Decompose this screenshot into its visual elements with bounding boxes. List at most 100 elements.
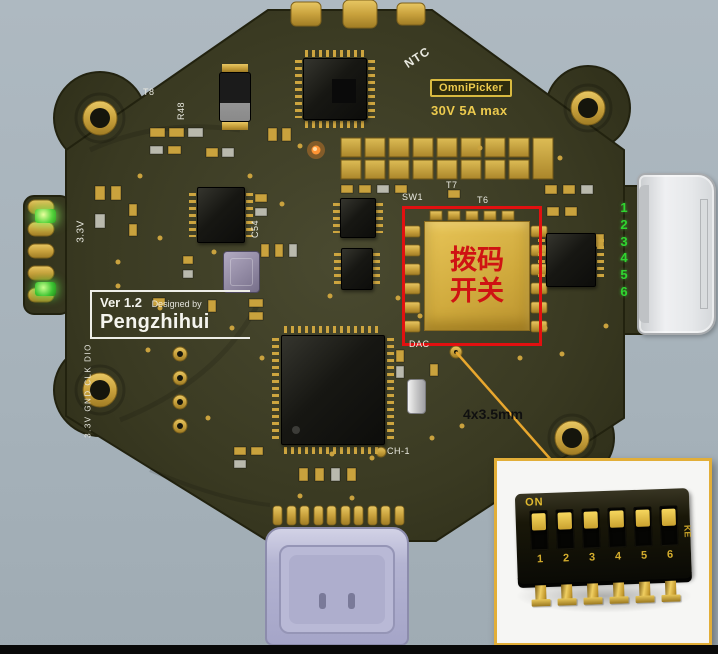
ic-ml-pins-right (373, 253, 380, 285)
silk-label-debug-header: 3.3V GND CLK DIO (83, 343, 93, 438)
silk-label-t6: T6 (477, 195, 489, 205)
dip-slider-2 (555, 509, 575, 550)
pin-number-1: 1 (620, 200, 628, 215)
version-label: Ver 1.2 (100, 295, 142, 310)
dip-num-2: 2 (562, 552, 570, 565)
ic-mu-pins-right (376, 203, 383, 233)
dip-pin-2 (561, 584, 573, 603)
mcu-pins-bottom (284, 447, 382, 454)
silk-label-t7: T7 (446, 180, 458, 190)
status-led-green-1 (35, 209, 56, 223)
ic-mu-body (340, 198, 376, 238)
ic-mu-pins-left (333, 203, 340, 233)
usb-c-shell (279, 545, 395, 634)
dip-knob-5 (635, 509, 651, 527)
designer-name: Pengzhihui (100, 311, 210, 333)
dip-pin-3 (586, 583, 599, 602)
mcu-body (281, 335, 385, 445)
dip-switch-highlight-box (402, 206, 542, 346)
mcu-pins-top (284, 326, 382, 333)
usb-c-cavity (289, 555, 385, 624)
purple-component (223, 251, 260, 293)
dip-slider-3 (581, 508, 601, 549)
jst-connector (637, 173, 716, 335)
ic-r-body (546, 233, 596, 287)
dip-num-6: 6 (666, 548, 674, 561)
inset-dip-switch: ON KE 1 2 3 4 5 6 (506, 476, 705, 635)
pin-number-5: 5 (620, 267, 628, 283)
ic-ml-body (341, 248, 373, 290)
pin-number-6: 6 (620, 283, 628, 299)
silk-label-c54: C54 (250, 220, 260, 239)
pin-number-3: 3 (620, 233, 628, 249)
qfn-chip-top (295, 50, 375, 128)
dip-switch-inset: ON KE 1 2 3 4 5 6 (494, 458, 712, 646)
jst-latch (700, 199, 708, 309)
pin-number-4: 4 (620, 250, 628, 266)
dip-switch: 拨码 开关 (424, 221, 530, 331)
power-rating-label: 30V 5A max (431, 103, 508, 118)
usb-c-slot-right (348, 593, 355, 609)
qfn-die (332, 79, 356, 103)
dip-slider-5 (633, 506, 653, 547)
qfn-pins-right (368, 60, 375, 118)
dip-switch-label-line1: 拨码 (450, 244, 504, 275)
silk-label-dac: DAC (409, 339, 430, 349)
dip-knob-1 (531, 513, 547, 531)
ic-left-pins-right (246, 193, 253, 237)
dip-side-label: KE (682, 524, 694, 538)
ic-r-pins-right (597, 239, 604, 281)
dip-num-4: 4 (614, 550, 622, 563)
dip-knob-2 (557, 512, 573, 530)
status-led-green-2 (35, 282, 56, 296)
dip-knob-6 (661, 508, 677, 527)
dip-on-label: ON (524, 496, 544, 509)
dip-knob-3 (583, 511, 599, 529)
silk-label-t8: T8 (143, 87, 155, 97)
ic-left-body (197, 187, 245, 243)
ic-chip-mid-lower (334, 247, 380, 291)
qfn-pins-top (305, 50, 365, 57)
designed-by-label: Designed by (151, 299, 202, 309)
pin1-dot (292, 426, 300, 434)
usb-c-connector (265, 527, 409, 646)
dip-pin-1 (535, 585, 547, 604)
bottom-bar (0, 645, 718, 654)
mcu-pins-right (387, 338, 394, 442)
ic-ml-pins-left (334, 253, 341, 285)
silk-label-ch1: CH-1 (387, 446, 411, 456)
ic-left-pins-left (189, 193, 196, 237)
silk-label-3v3: 3.3V (75, 220, 87, 243)
pin-number-2: 2 (620, 216, 628, 232)
crystal-oscillator (407, 379, 426, 414)
jst-lip (639, 185, 649, 323)
silk-label-r48: R48 (176, 102, 186, 121)
dip-knob-4 (609, 510, 625, 528)
mcu-pins-left (272, 338, 279, 442)
ic-chip-right (538, 231, 604, 289)
qfn-pins-left (295, 60, 302, 118)
brand-badge: OmniPicker (430, 79, 513, 97)
qfn-body (303, 58, 367, 120)
connector-pin-numbers: 1 2 3 4 5 6 (617, 200, 631, 301)
silk-label-sw1: SW1 (402, 192, 424, 202)
callout-line (455, 351, 561, 471)
ic-chip-mid-upper (333, 197, 383, 239)
dip-slider-4 (607, 507, 627, 548)
dip-switch-label-line2: 开关 (450, 276, 504, 306)
dip-slider-1 (529, 510, 549, 551)
dip-pin-6 (664, 580, 677, 599)
usb-c-slot-left (319, 593, 326, 609)
dip-pin-4 (612, 582, 625, 601)
dip-num-1: 1 (536, 553, 544, 566)
dimension-label: 4x3.5mm (463, 406, 523, 422)
tantalum-capacitor (219, 72, 251, 122)
ic-chip-left (189, 185, 253, 245)
dip-num-3: 3 (588, 551, 596, 564)
dip-num-5: 5 (640, 549, 648, 562)
dip-pin-5 (638, 581, 651, 600)
dip-slider-6 (659, 505, 679, 547)
dip-body: ON KE 1 2 3 4 5 6 (514, 488, 694, 585)
qfn-pins-bottom (305, 121, 365, 128)
